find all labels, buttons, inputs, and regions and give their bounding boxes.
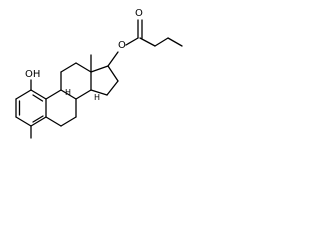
hydroxyl-group: OH [25, 69, 40, 91]
h-label-14: H [94, 93, 100, 102]
ring-c [60, 62, 92, 100]
ring-d [90, 65, 119, 96]
ester-group: O O [107, 8, 183, 67]
stereo-labels: H H [65, 88, 100, 102]
h-label-9: H [65, 88, 71, 97]
ester-oxygen-label: O [118, 40, 126, 51]
hydroxyl-label: OH [25, 69, 40, 80]
ring-a [15, 89, 47, 127]
structure-diagram: OH O O [15, 8, 183, 139]
ring-b [45, 89, 77, 127]
carbonyl-oxygen-label: O [135, 8, 143, 19]
